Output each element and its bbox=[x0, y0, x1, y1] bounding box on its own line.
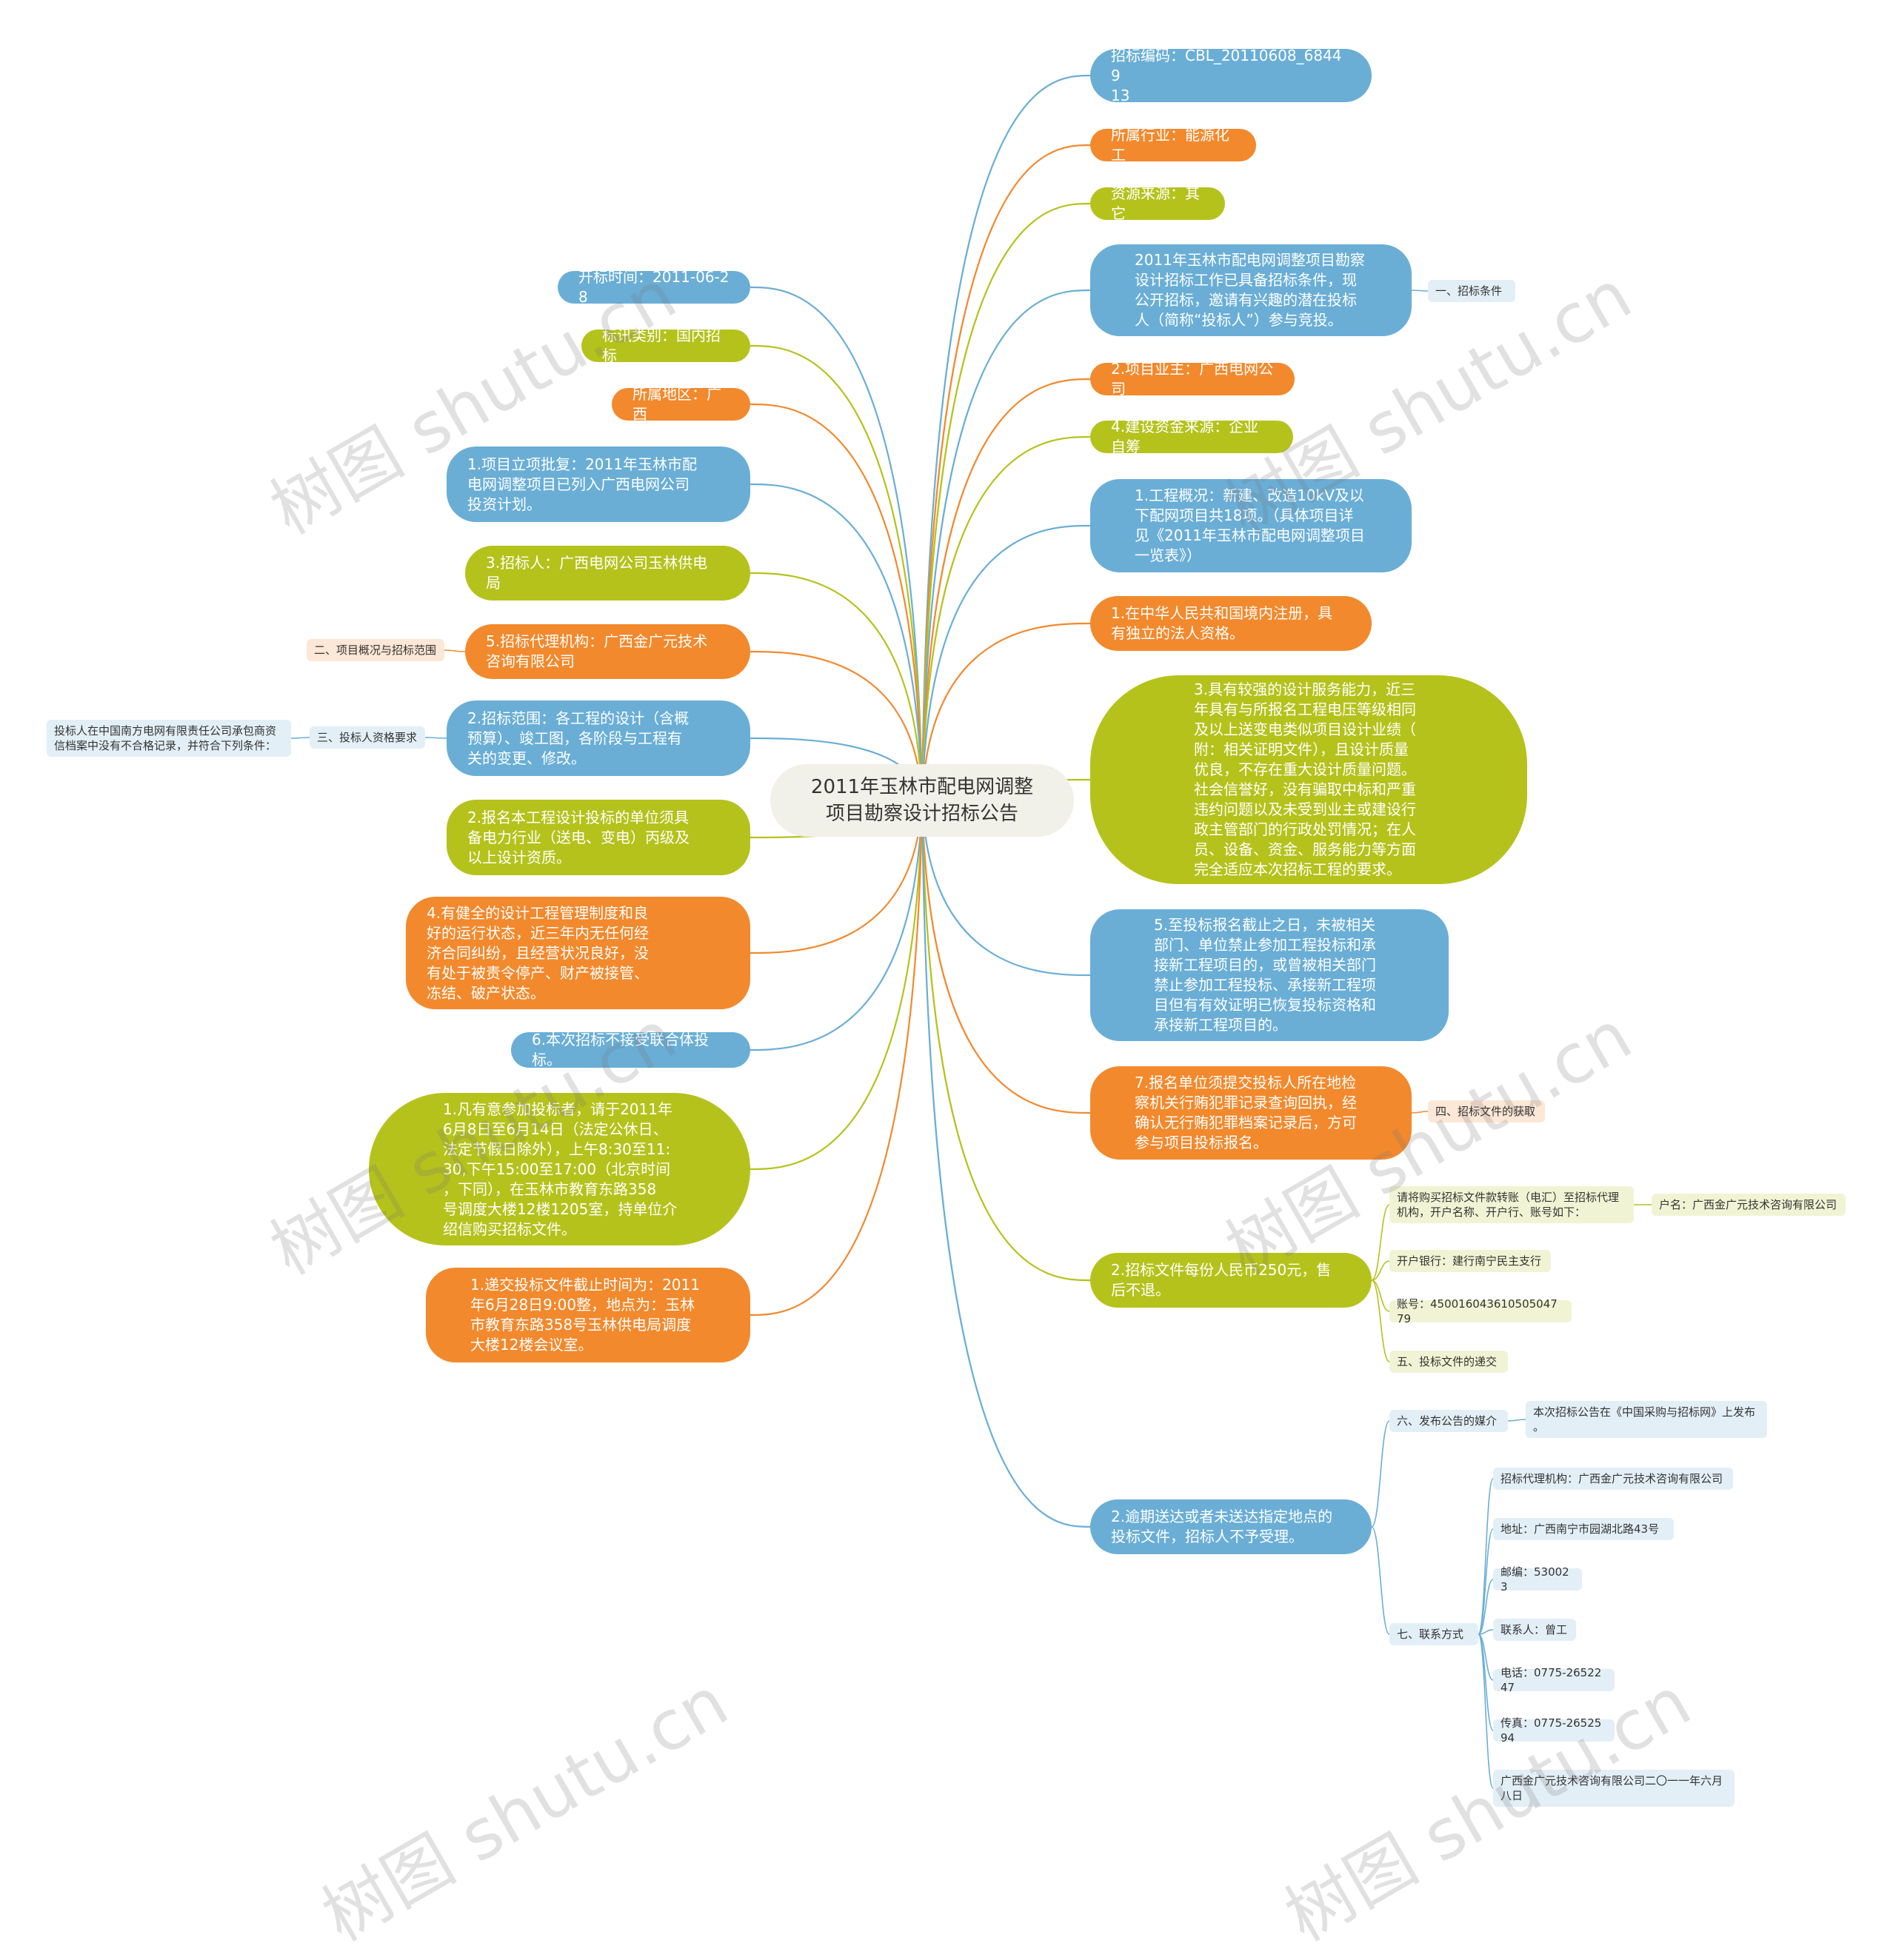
connector-line bbox=[750, 800, 924, 1317]
publication-media[interactable]: 本次招标公告在《中国采购与招标网》上发布 。 bbox=[1526, 1401, 1767, 1438]
right-node-11[interactable]: 7.报名单位须提交投标人所在地检 察机关行贿犯罪记录查询回执，经 确认无行贿犯罪… bbox=[1090, 1066, 1412, 1160]
contact-phone[interactable]: 电话：0775-2652247 bbox=[1493, 1666, 1615, 1694]
connector-line bbox=[921, 74, 1091, 801]
right-node-10[interactable]: 5.至投标报名截止之日，未被相关 部门、单位禁止参加工程投标和承 接新工程项目的… bbox=[1090, 909, 1449, 1041]
left-node-6[interactable]: 5.招标代理机构：广西金广元技术 咨询有限公司 bbox=[465, 624, 750, 679]
connector-line bbox=[750, 572, 924, 801]
bank-name[interactable]: 开户银行：建行南宁民主支行 bbox=[1389, 1250, 1551, 1272]
connector-line bbox=[1371, 1204, 1390, 1281]
connector-line bbox=[444, 649, 466, 652]
connector-line bbox=[1478, 1579, 1494, 1635]
left-node-7[interactable]: 2.招标范围：各工程的设计（含概 预算）、竣工图，各阶段与工程有 关的变更、修改… bbox=[447, 700, 750, 776]
contact-fax[interactable]: 传真：0775-2652594 bbox=[1493, 1716, 1615, 1745]
account-name[interactable]: 户名：广西金广元技术咨询有限公司 bbox=[1652, 1194, 1846, 1216]
right-node-12[interactable]: 2.招标文件每份人民币250元，售 后不退。 bbox=[1090, 1253, 1372, 1308]
right-node-3[interactable]: 资源来源：其它 bbox=[1090, 184, 1225, 222]
connector-line bbox=[921, 435, 1091, 801]
section-3-label[interactable]: 三、投标人资格要求 bbox=[310, 726, 425, 749]
connector-line bbox=[921, 800, 1091, 1528]
signature-date[interactable]: 广西金广元技术咨询有限公司二〇一一年六月 八日 bbox=[1493, 1770, 1735, 1807]
right-node-13[interactable]: 2.逾期送达或者未送达指定地点的 投标文件，招标人不予受理。 bbox=[1090, 1499, 1372, 1554]
right-node-6[interactable]: 4.建设资金来源：企业自筹 bbox=[1090, 418, 1293, 455]
right-node-7[interactable]: 1.工程概况：新建、改造10kV及以 下配网项目共18项。（具体项目详 见《20… bbox=[1090, 479, 1412, 572]
payment-instruction[interactable]: 请将购买招标文件款转账（电汇）至招标代理 机构，开户名称、开户行、账号如下： bbox=[1389, 1186, 1634, 1223]
connector-line bbox=[921, 289, 1091, 801]
central-topic[interactable]: 2011年玉林市配电网调整 项目勘察设计招标公告 bbox=[770, 764, 1074, 837]
connector-line bbox=[750, 800, 924, 1171]
connector-line bbox=[921, 202, 1091, 801]
account-number[interactable]: 账号：450016043610505047​79 bbox=[1389, 1297, 1572, 1325]
connector-line bbox=[1411, 290, 1429, 292]
section-1-label[interactable]: 一、招标条件 bbox=[1428, 280, 1515, 302]
connector-line bbox=[921, 144, 1091, 801]
connector-line bbox=[1411, 1111, 1429, 1114]
connector-line bbox=[750, 286, 924, 801]
connector-line bbox=[921, 524, 1091, 801]
left-node-8[interactable]: 2.报名本工程设计投标的单位须具 备电力行业（送电、变电）丙级及 以上设计资质。 bbox=[447, 800, 750, 875]
connector-line bbox=[424, 737, 447, 739]
section-6-label[interactable]: 六、发布公告的媒介 bbox=[1389, 1410, 1508, 1432]
section-5-label[interactable]: 五、投标文件的递交 bbox=[1389, 1351, 1508, 1373]
left-node-3[interactable]: 所属地区：广西 bbox=[612, 385, 750, 423]
left-node-11[interactable]: 1.凡有意参加投标者，请于2011年 6月8日至6月14日（法定公休日、 法定节… bbox=[369, 1093, 750, 1245]
left-node-10[interactable]: 6.本次招标不接受联合体投标。 bbox=[511, 1031, 750, 1068]
connector-line bbox=[750, 403, 924, 801]
connector-line bbox=[1371, 1420, 1390, 1528]
connector-line bbox=[290, 737, 310, 739]
connector-line bbox=[1478, 1633, 1494, 1681]
connector-line bbox=[750, 650, 924, 801]
qualification-note[interactable]: 投标人在中国南方电网有限责任公司承包商资 信档案中没有不合格记录，并符合下列条件… bbox=[47, 720, 291, 757]
section-2-label[interactable]: 二、项目概况与招标范围 bbox=[307, 639, 444, 661]
section-4-label[interactable]: 四、招标文件的获取 bbox=[1428, 1100, 1545, 1123]
connector-line bbox=[750, 800, 924, 1051]
connector-line bbox=[1371, 1280, 1390, 1362]
right-node-9[interactable]: 3.具有较强的设计服务能力，近三 年具有与所报名工程电压等级相同 及以上送变电类… bbox=[1090, 675, 1527, 884]
connector-line bbox=[921, 800, 1091, 977]
connector-line bbox=[1371, 1526, 1390, 1635]
contact-agency[interactable]: 招标代理机构：广西金广元技术咨询有限公司 bbox=[1493, 1468, 1733, 1490]
left-node-9[interactable]: 4.有健全的设计工程管理制度和良 好的运行状态，近三年内无任何经 济合同纠纷，且… bbox=[406, 897, 750, 1009]
left-node-4[interactable]: 1.项目立项批复：2011年玉林市配 电网调整项目已列入广西电网公司 投资计划。 bbox=[447, 446, 750, 522]
connector-line bbox=[921, 622, 1091, 801]
connector-line bbox=[921, 378, 1091, 801]
connector-line bbox=[750, 483, 924, 801]
connector-line bbox=[1371, 1280, 1390, 1312]
connector-line bbox=[1478, 1633, 1494, 1789]
right-node-5[interactable]: 2.项目业主：广西电网公司 bbox=[1090, 360, 1295, 398]
contact-address[interactable]: 地址：广西南宁市园湖北路43号 bbox=[1493, 1518, 1674, 1540]
right-node-8[interactable]: 1.在中华人民共和国境内注册，具 有独立的法人资格。 bbox=[1090, 596, 1372, 651]
contact-postcode[interactable]: 邮编：530023 bbox=[1493, 1565, 1582, 1593]
right-node-4[interactable]: 2011年玉林市配电网调整项目勘察 设计招标工作已具备招标条件，现 公开招标，邀… bbox=[1090, 244, 1412, 336]
section-7-label[interactable]: 七、联系方式 bbox=[1389, 1623, 1478, 1645]
right-node-2[interactable]: 所属行业：能源化工 bbox=[1090, 126, 1256, 164]
connector-line bbox=[1507, 1419, 1526, 1422]
right-node-1[interactable]: 招标编码：CBL_20110608_68449 13 bbox=[1090, 47, 1372, 104]
left-node-12[interactable]: 1.递交投标文件截止时间为：2011 年6月28日9:00整，地点为：玉林 市教… bbox=[426, 1268, 750, 1362]
contact-person[interactable]: 联系人：曾工 bbox=[1493, 1619, 1576, 1641]
connector-lines bbox=[290, 74, 1652, 1789]
connector-line bbox=[750, 800, 924, 954]
connector-line bbox=[921, 800, 1091, 1114]
connector-line bbox=[1371, 1260, 1390, 1281]
connector-line bbox=[750, 344, 924, 801]
left-node-2[interactable]: 标讯类别：国内招标 bbox=[581, 327, 750, 364]
connector-line bbox=[921, 800, 1091, 1282]
left-node-1[interactable]: 开标时间：2011-06-28 bbox=[558, 268, 750, 306]
connector-line bbox=[1478, 1629, 1494, 1635]
left-node-5[interactable]: 3.招标人：广西电网公司玉林供电 局 bbox=[465, 546, 750, 601]
connector-line bbox=[1478, 1528, 1494, 1635]
